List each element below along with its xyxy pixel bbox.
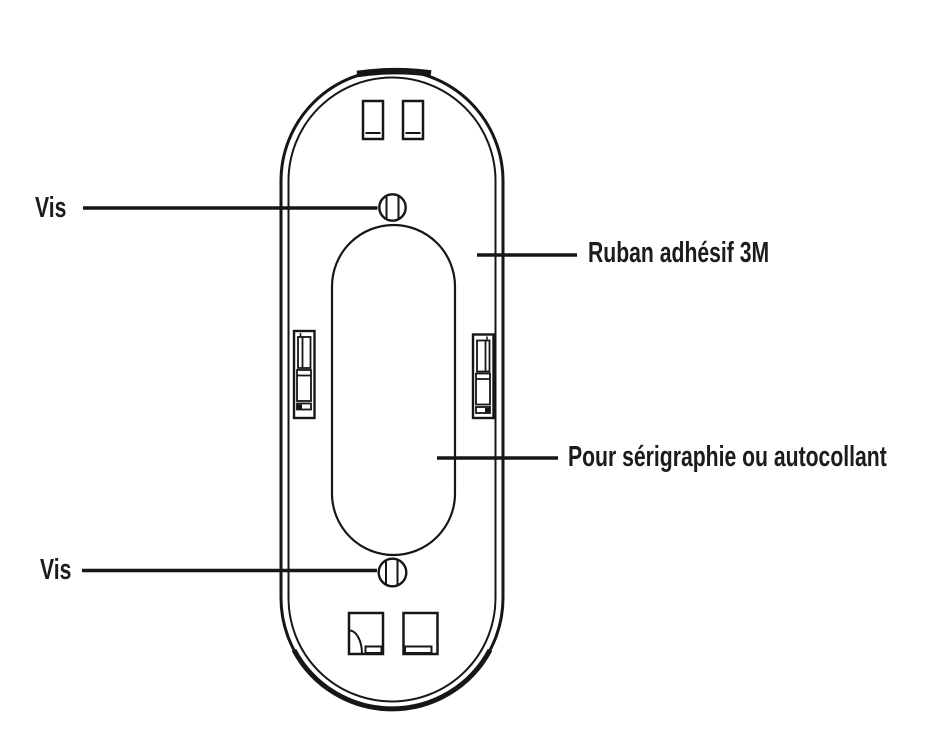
label-vis-top: Vis [35,192,67,224]
side-clip-left [292,329,316,420]
label-vis-bottom: Vis [40,554,72,586]
bottom-edge-thick-arc [291,648,493,712]
side-clip-right-mid-cell [475,372,491,406]
screw-hole-top-circle [378,193,407,222]
side-clip-left-frame [292,329,316,420]
screw-hole-bottom-circle [377,557,408,588]
side-clip-right-frame [471,333,495,420]
side-clip-right [471,333,495,420]
bottom-slot-left-corner-arc [349,629,363,655]
label-adhesive-tape: Ruban adhésif 3M [588,237,770,269]
device-outline [279,67,505,712]
sticker-area [330,223,457,557]
bottom-slot-left [347,611,385,656]
bottom-slot-right-notch [404,645,433,654]
leader-lines [82,206,577,573]
screw-hole-top [378,193,407,222]
side-clip-left-top-cell [297,336,312,369]
vent-slot-right-frame [401,99,425,141]
bottom-slot-right [402,611,439,656]
screw-hole-bottom [377,557,408,588]
top-mount-tab [356,67,432,78]
vent-slot-left [361,99,385,141]
side-clip-right-top-cell [476,339,491,373]
vent-slot-right [401,99,425,141]
label-print-area: Pour sérigraphie ou autocollant [568,441,887,473]
device-outline-inner [287,76,497,703]
bottom-slot-left-notch [364,645,383,654]
side-clip-left-mid-cell [296,369,312,402]
vent-slot-left-frame [361,99,385,141]
side-clip-right-bottom-block [485,408,490,414]
side-clip-left-bottom-block [297,404,302,410]
